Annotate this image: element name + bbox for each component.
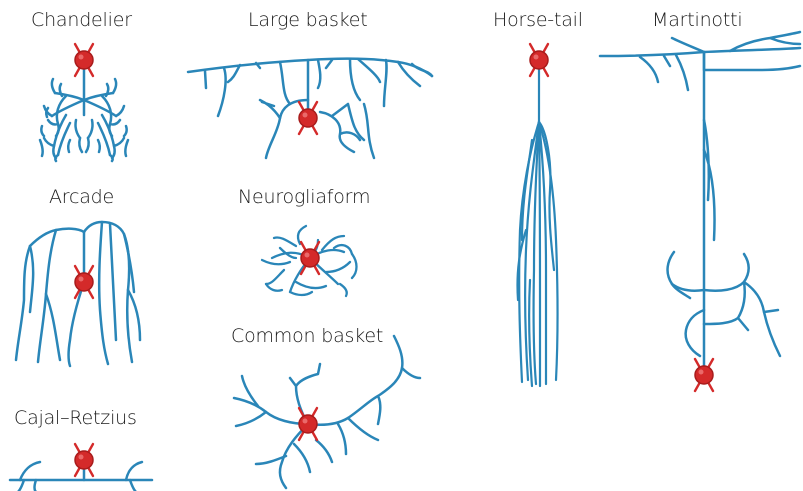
common-basket-axon xyxy=(234,336,420,488)
soma-icon xyxy=(301,242,319,274)
large-basket-axon xyxy=(188,59,432,158)
horse-tail-axon xyxy=(517,60,557,386)
chandelier-axon xyxy=(40,60,128,161)
martinotti-axon xyxy=(600,32,800,375)
soma-icon xyxy=(299,408,317,440)
